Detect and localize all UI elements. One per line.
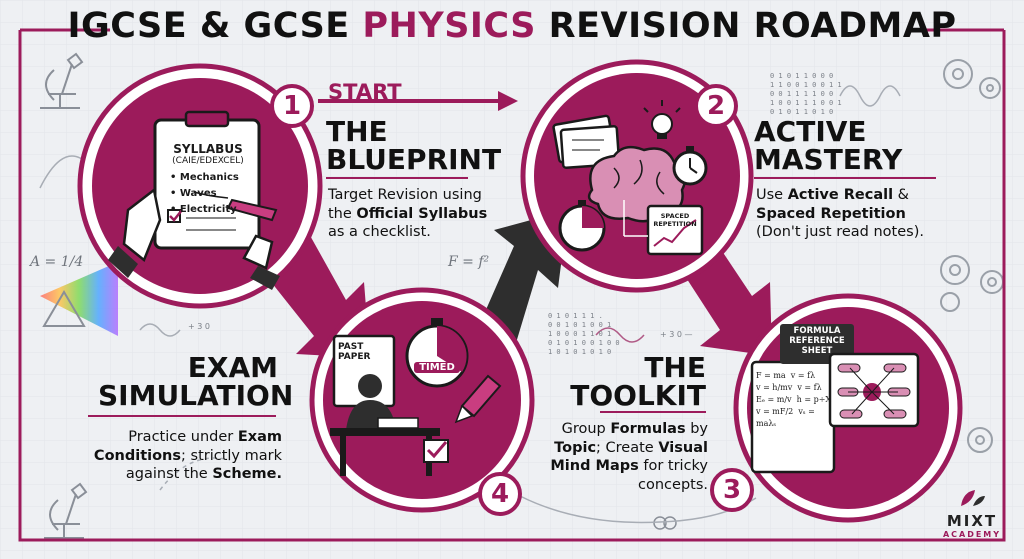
step-4-heading-line2: SIMULATION: [98, 379, 294, 412]
title-part-physics: PHYSICS: [362, 6, 536, 46]
mixt-academy-logo: MIXT ACADEMY: [932, 486, 1012, 539]
logo-name: MIXT: [946, 512, 998, 530]
clipboard-title-block: SYLLABUS (CAIE/EDEXCEL): [160, 142, 256, 166]
step-3-heading: THE TOOLKIT: [560, 354, 706, 410]
step-3-description: Group Formulas by Topic; Create Visual M…: [550, 421, 708, 493]
deco-formula-a: A = 1/4: [30, 254, 84, 270]
clipboard-item: • Mechanics: [170, 172, 239, 183]
microscope-icon: [40, 52, 84, 109]
formula-sheet-icon: [750, 324, 920, 474]
clipboard-item: • Waves: [170, 188, 217, 199]
step-number-3: 3: [710, 468, 754, 512]
step-2-heading: ACTIVE MASTERY: [754, 118, 902, 174]
prism-icon: [40, 262, 118, 336]
clipboard-subtitle: (CAIE/EDEXCEL): [172, 156, 244, 166]
start-arrow: [318, 91, 518, 111]
step-1-heading-line1: THE: [326, 115, 388, 148]
gear-icon: [940, 59, 1004, 453]
deco-wave-label-2: + 3 0 —: [660, 330, 693, 339]
step-number-4: 4: [478, 472, 522, 516]
step-2-description: Use Active Recall & Spaced Repetition (D…: [756, 187, 924, 241]
spaced-repetition-card-label: SPACED REPETITION: [653, 212, 697, 228]
deco-wave-label-1: + 3 0: [188, 322, 210, 331]
step-1-heading-line2: BLUEPRINT: [326, 143, 502, 176]
clipboard-item: • Electricity: [170, 204, 237, 215]
clipboard-items: • Mechanics • Waves • Electricity: [170, 170, 239, 218]
formula-row: Eₑ = m/v h = p÷X: [756, 395, 832, 404]
formula-list: F = ma v = fλ v = h/mv v = fλ Eₑ = m/v h…: [756, 370, 834, 430]
step-1-description: Target Revision using the Official Sylla…: [328, 187, 488, 241]
formula-sheet-title: FORMULA REFERENCE SHEET: [789, 326, 845, 356]
step-2-heading-line1: ACTIVE: [754, 115, 867, 148]
past-paper-label: PAST PAPER: [338, 342, 371, 362]
logo-leaf-icon: [961, 490, 985, 506]
clipboard-checklist-icon: [108, 110, 280, 290]
step-2-heading-line2: MASTERY: [754, 143, 903, 176]
step-number-1: 1: [270, 84, 314, 128]
microscope-icon-2: [44, 482, 88, 539]
formula-row: F = ma v = fλ: [756, 371, 816, 380]
step-4-heading-line1: EXAM: [187, 351, 278, 384]
step-number-2: 2: [694, 84, 738, 128]
step-3-heading-line1: THE: [644, 351, 706, 384]
brain-icon: [552, 100, 708, 256]
step-1-heading: THE BLUEPRINT: [326, 118, 501, 174]
title-part-3: REVISION ROADMAP: [548, 6, 957, 46]
clipboard-title: SYLLABUS: [173, 142, 243, 156]
logo-subtitle: ACADEMY: [942, 530, 1002, 539]
timed-label: TIMED: [414, 362, 460, 373]
step-4-description: Practice under Exam Conditions; strictly…: [93, 429, 282, 483]
step-3-heading-line2: TOOLKIT: [570, 379, 706, 412]
step-4-heading: EXAM SIMULATION: [98, 351, 294, 412]
title-part-1: IGCSE & GCSE: [67, 6, 350, 46]
page-title: IGCSE & GCSE PHYSICS REVISION ROADMAP: [0, 6, 1024, 46]
formula-row: v = h/mv v = fλ: [756, 383, 822, 392]
deco-formula-f: F = f²: [448, 254, 490, 270]
exam-desk-icon: [330, 318, 502, 476]
start-label: START: [328, 80, 402, 104]
formula-row: v = mF/2 vₛ = maλₛ: [756, 407, 815, 428]
